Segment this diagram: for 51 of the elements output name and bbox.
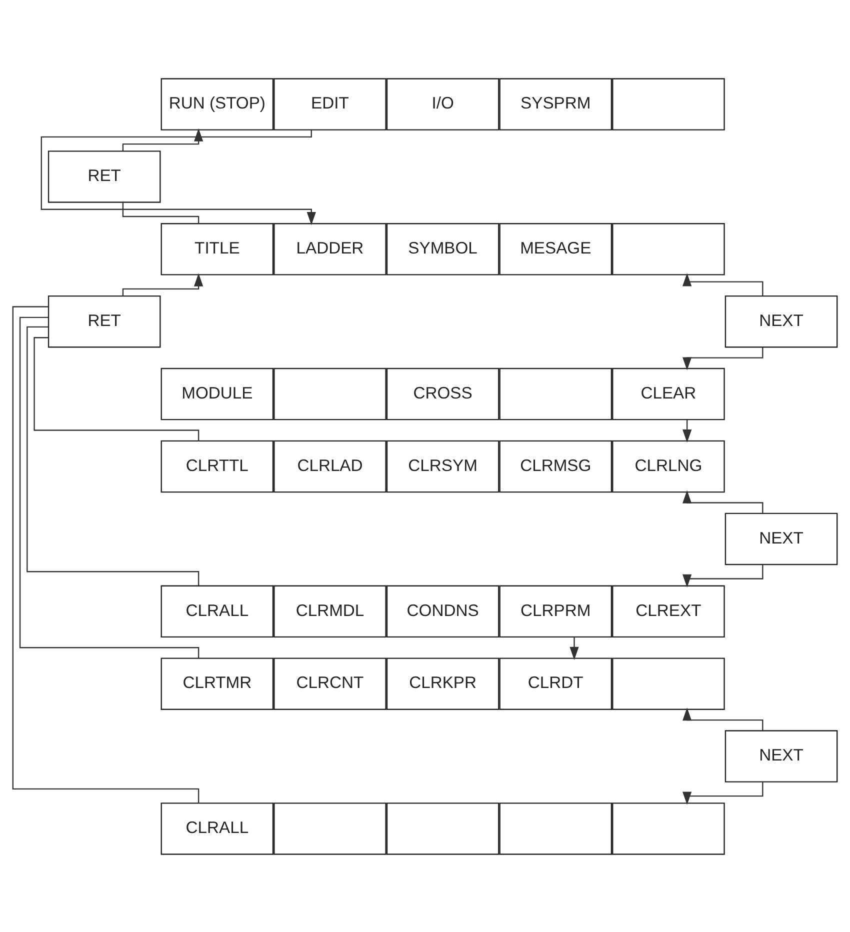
node-box: RET (48, 150, 161, 202)
node-box: CLRTTL (160, 440, 274, 492)
arrow (122, 128, 204, 150)
node-box: MODULE (160, 367, 274, 420)
node-box (274, 802, 386, 854)
node-box: CLRSYM (386, 440, 500, 492)
node-box: CLRDT (499, 657, 612, 710)
node-box: CLRMDL (274, 584, 386, 638)
arrow (122, 272, 204, 296)
node-box: CLREXT (612, 584, 725, 638)
connector (122, 202, 200, 223)
node-box (274, 367, 386, 420)
arrow (682, 419, 692, 442)
node-box: I/O (386, 78, 500, 130)
node-box: EDIT (274, 78, 386, 130)
node-box: RUN (STOP) (160, 78, 274, 130)
arrow (682, 346, 764, 370)
node-box: CLRCNT (274, 657, 386, 710)
node-box (612, 802, 725, 854)
node-box: CLEAR (612, 367, 725, 420)
node-box: MESAGE (499, 222, 612, 275)
connector (34, 336, 200, 440)
node-box: CONDNS (386, 584, 500, 638)
node-box (499, 802, 612, 854)
arrow (682, 707, 764, 730)
node-box: CLRMSG (499, 440, 612, 492)
node-box (499, 367, 612, 420)
node-box (612, 657, 725, 710)
node-box: CLRALL (160, 802, 274, 854)
node-box: CLRKPR (386, 657, 500, 710)
node-box: NEXT (724, 512, 838, 565)
node-box: CLRTMR (160, 657, 274, 710)
node-box: NEXT (724, 730, 838, 782)
node-box: CLRALL (160, 584, 274, 638)
arrow (682, 490, 764, 513)
node-box: CLRLNG (612, 440, 725, 492)
connector (19, 316, 200, 658)
node-box: CLRPRM (499, 584, 612, 638)
node-box (612, 222, 725, 275)
node-box (386, 802, 500, 854)
node-box: SYMBOL (386, 222, 500, 275)
node-box: CROSS (386, 367, 500, 420)
arrow (570, 636, 579, 660)
node-box: CLRLAD (274, 440, 386, 492)
node-box: TITLE (160, 222, 274, 275)
node-box: NEXT (724, 294, 838, 348)
node-box: SYSPRM (499, 78, 612, 130)
arrow (40, 130, 316, 225)
node-box: RET (48, 294, 161, 348)
node-box (612, 78, 725, 130)
node-box: LADDER (274, 222, 386, 275)
